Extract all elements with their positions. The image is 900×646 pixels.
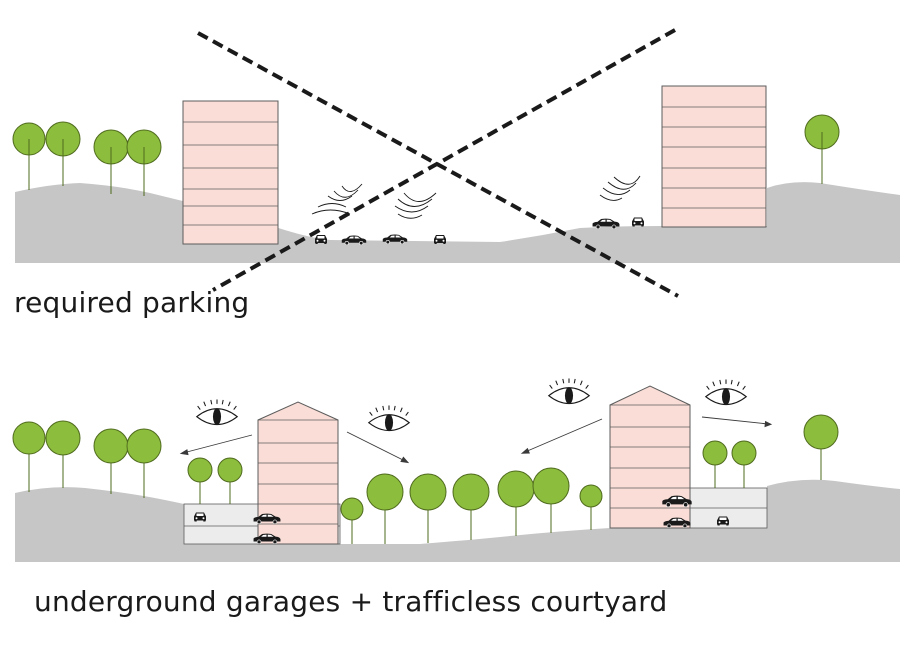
caption-underground-garages: underground garages + trafficless courty…: [34, 585, 668, 618]
eye-icon: [548, 378, 590, 405]
sound-wave-icon: [311, 175, 641, 219]
top-section: [12, 28, 900, 298]
car-icon: [632, 217, 644, 227]
car-icon: [434, 235, 446, 244]
car-icon: [717, 516, 729, 526]
trees-bottom: [12, 414, 839, 544]
bottom-section: [12, 378, 900, 562]
caption-required-parking: required parking: [14, 286, 250, 319]
top-ground: [15, 182, 900, 263]
building-right-top: [661, 85, 767, 228]
car-icon: [194, 512, 206, 522]
car-icon: [315, 235, 327, 244]
eye-icon: [705, 379, 747, 406]
eye-icon: [368, 405, 410, 432]
cross-out-icon: [197, 28, 679, 298]
building-left-top: [182, 100, 279, 245]
trees-top: [12, 114, 840, 196]
arrow-icon: [179, 416, 773, 464]
building-left-bottom: [257, 401, 339, 545]
eye-icon: [196, 399, 238, 426]
building-right-bottom: [609, 385, 691, 529]
